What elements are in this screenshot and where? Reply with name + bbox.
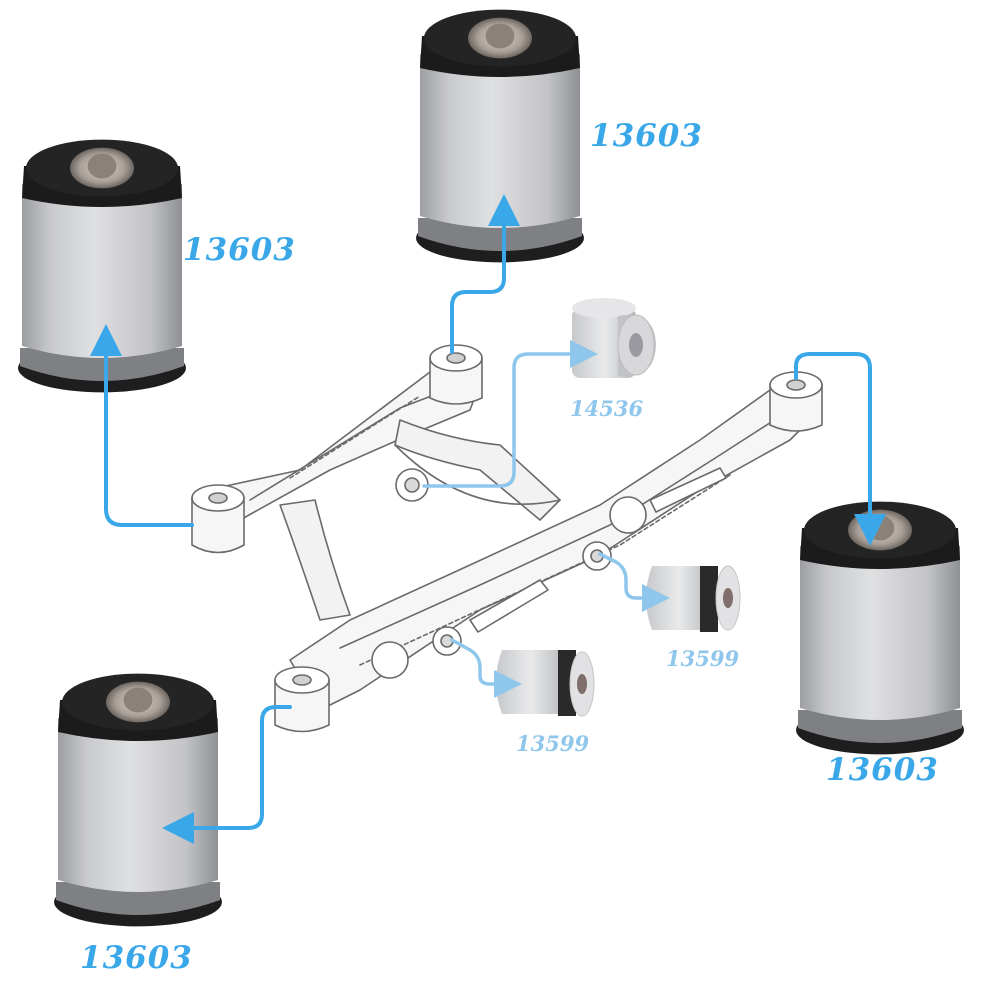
part-number-label-right-small-bushing: 13599 bbox=[666, 646, 740, 671]
bushing-flange-metal bbox=[56, 882, 220, 915]
subframe-drawing bbox=[197, 354, 816, 711]
part-number-label-bottom-left: 13603 bbox=[80, 940, 193, 976]
bushing-13603-top-center bbox=[416, 9, 584, 263]
bushing-sleeve bbox=[58, 718, 218, 892]
leader-arrows-primary bbox=[90, 194, 886, 844]
bushing-13599-lower bbox=[496, 650, 595, 717]
part-number-label-lower-small-bushing: 13599 bbox=[516, 731, 590, 756]
bushing-sleeve bbox=[22, 184, 182, 358]
part-number-label-center-bushing: 14536 bbox=[570, 396, 644, 421]
arrow-to-bottom-left-bushing bbox=[162, 705, 292, 844]
part-number-label-right: 13603 bbox=[826, 752, 939, 788]
bushing-13599-right bbox=[646, 565, 741, 632]
arrow-to-14536 bbox=[422, 340, 598, 488]
arrow-to-top-left-bushing bbox=[90, 324, 194, 527]
arrow-to-right-bushing bbox=[794, 352, 886, 546]
bushing-sleeve bbox=[420, 54, 580, 228]
arrow-to-13599-right bbox=[598, 552, 670, 612]
arrow-to-top-center-bushing bbox=[450, 194, 520, 354]
leader-arrows-secondary bbox=[422, 340, 670, 698]
subframe-center-arm bbox=[394, 419, 561, 521]
bushing-bore bbox=[87, 153, 117, 179]
bushing-14536 bbox=[572, 298, 656, 378]
bushing-flange-metal bbox=[798, 710, 962, 743]
bushing-bore bbox=[485, 23, 515, 49]
bushing-13603-right bbox=[796, 501, 964, 755]
arrow-to-13599-lower bbox=[450, 638, 522, 698]
bushing-sleeve bbox=[800, 546, 960, 720]
bushing-flange-metal bbox=[20, 348, 184, 381]
subframe-left-arm bbox=[279, 499, 351, 621]
bushing-13603-bottom-left bbox=[54, 673, 222, 927]
subframe-corner-mounts bbox=[191, 344, 823, 733]
bushing-flange-metal bbox=[418, 218, 582, 251]
part-number-label-top-center: 13603 bbox=[590, 118, 703, 154]
bushing-13603-top-left bbox=[18, 139, 186, 393]
part-number-label-top-left: 13603 bbox=[183, 232, 296, 268]
bushing-bore bbox=[123, 687, 153, 713]
